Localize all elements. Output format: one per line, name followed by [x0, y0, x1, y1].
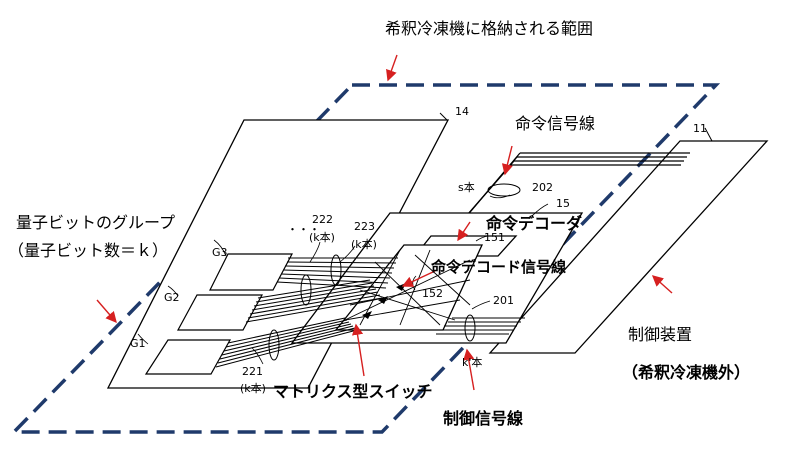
ref-201: 201 [493, 294, 514, 307]
qubit-group-g1 [144, 339, 232, 375]
ref-221-k: (k本) [240, 382, 266, 395]
ref-s-lines: s本 [458, 181, 475, 194]
wires-222 [245, 279, 383, 323]
pointer-arrows [96, 54, 673, 391]
ref-223: 223 [354, 220, 375, 233]
ref-221: 221 [242, 365, 263, 378]
ref-222: 222 [312, 213, 333, 226]
qubit-count-label: （量子ビット数＝ｋ） [8, 241, 169, 260]
outside-fridge-label: （希釈冷凍機外） [622, 363, 751, 382]
ref-222-k: (k本) [309, 231, 335, 244]
qubit-group-g2 [176, 294, 264, 331]
command-line-label: 命令信号線 [515, 114, 596, 133]
decode-signal-line-label: 命令デコード信号線 [431, 258, 567, 276]
ref-14: 14 [455, 105, 469, 118]
ref-11: 11 [693, 122, 707, 135]
ref-k-lines: k'本 [462, 356, 483, 369]
group-g1-label: G1 [130, 337, 146, 350]
qubit-group-g3 [209, 253, 293, 291]
control-signal-bundle [436, 317, 525, 335]
group-g3-label: G3 [212, 246, 228, 259]
command-decoder-label: 命令デコーダ [486, 214, 583, 233]
ref-152: 152 [422, 287, 443, 300]
ellipsis-dots: ・・・ [287, 223, 320, 236]
fridge-range-label: 希釈冷凍機に格納される範囲 [385, 19, 594, 38]
control-device-plate [488, 140, 769, 354]
fridge-boundary [9, 83, 721, 434]
matrix-switch-label: マトリクス型スイッチ [273, 382, 433, 401]
ref-223-k: (k本) [351, 238, 377, 251]
ref-202: 202 [532, 181, 553, 194]
leader-lines [137, 194, 549, 365]
ref-15: 15 [556, 197, 570, 210]
control-signal-line-label: 制御信号線 [443, 409, 524, 428]
group-g2-label: G2 [164, 291, 180, 304]
control-device-label: 制御装置 [628, 325, 693, 344]
ref-151: 151 [484, 231, 505, 244]
wires-221 [215, 317, 358, 368]
qubit-group-label: 量子ビットのグループ [16, 213, 176, 232]
wires-223 [276, 257, 398, 289]
